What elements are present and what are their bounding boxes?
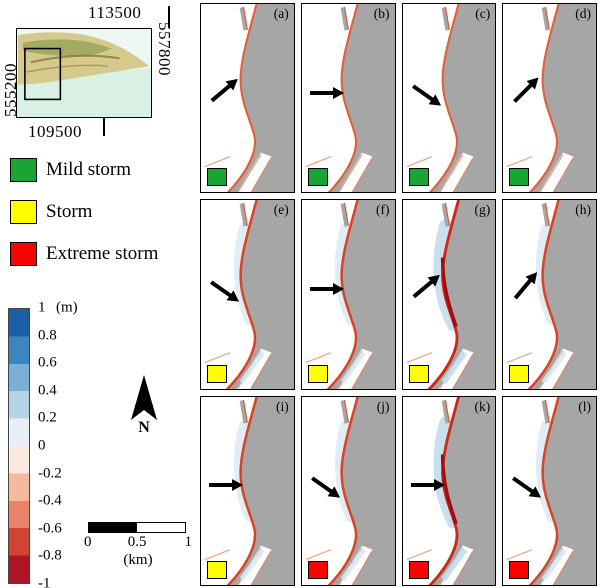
inset-coord-bottom: 109500 <box>28 122 82 141</box>
inset-map-graphic <box>17 29 151 117</box>
panel-label: (e) <box>273 202 289 218</box>
colorbar: 1 0.8 0.6 0.4 0.2 0 -0.2 -0.4 -0.6 -0.8 -1 (m) <box>8 300 128 588</box>
colorbar-tick-label: 0 <box>38 437 46 454</box>
legend-item-mild-storm: Mild storm <box>10 158 158 182</box>
map-panel: (c) <box>401 3 497 194</box>
map-panel: (k) <box>401 395 497 586</box>
colorbar-unit: (m) <box>56 299 78 316</box>
map-panel: (d) <box>502 3 597 194</box>
panel-label: (a) <box>273 6 289 21</box>
map-panel: (g) <box>401 199 497 390</box>
storm-category-square <box>207 364 227 383</box>
inset-coord-right: 557800 <box>155 22 174 76</box>
north-arrow: N <box>126 374 162 437</box>
extreme-storm-label: Extreme storm <box>46 243 159 264</box>
storm-legend: Mild storm Storm Extreme storm <box>10 158 158 266</box>
north-arrow-icon <box>131 375 157 420</box>
coastal-map <box>403 4 496 192</box>
storm-category-square <box>408 168 429 187</box>
storm-category-square <box>207 560 227 579</box>
storm-swatch <box>10 200 37 224</box>
extreme-storm-swatch <box>10 242 37 266</box>
map-panel: (j) <box>300 395 396 586</box>
panel-label: (c) <box>475 6 491 21</box>
inset-coord-top: 113500 <box>88 3 142 22</box>
wave-direction-arrow <box>309 90 334 95</box>
map-panel: (i) <box>200 395 295 586</box>
scale-bar: 0 0.5 1 (km) <box>84 522 192 569</box>
panel-grid: (a) (b) (c) (d) <box>200 3 597 586</box>
mild-storm-swatch <box>10 158 37 182</box>
panel-label: (j) <box>376 398 390 414</box>
inset-axis-tick-top <box>168 6 170 28</box>
coastal-map <box>403 397 496 585</box>
colorbar-gradient <box>8 308 30 584</box>
coastal-map <box>302 397 395 585</box>
scale-bar-graphic <box>88 522 186 533</box>
colorbar-tick-label: 0.4 <box>38 382 57 399</box>
storm-category-square <box>509 364 530 383</box>
coastal-map <box>201 200 294 388</box>
map-panel: (b) <box>300 3 396 194</box>
scale-bar-unit: (km) <box>123 552 153 568</box>
scale-bar-labels: 0 0.5 1 <box>84 534 192 552</box>
scale-label-0: 0 <box>84 534 92 550</box>
panel-label: (h) <box>575 202 591 218</box>
colorbar-ticks: 1 0.8 0.6 0.4 0.2 0 -0.2 -0.4 -0.6 -0.8 -1 <box>38 300 98 588</box>
storm-category-square <box>307 168 328 187</box>
storm-category-square <box>207 168 227 187</box>
storm-label: Storm <box>46 201 93 222</box>
storm-category-square <box>509 168 530 187</box>
storm-category-square <box>408 560 429 579</box>
map-panel: (a) <box>200 3 295 194</box>
panel-label: (d) <box>575 6 591 21</box>
panel-label: (l) <box>578 398 591 414</box>
panel-label: (f) <box>376 202 390 218</box>
colorbar-tick-label: 0.8 <box>38 327 57 344</box>
wave-direction-arrow <box>410 483 435 488</box>
coastal-map <box>201 397 294 585</box>
scale-label-05: 0.5 <box>127 534 147 550</box>
colorbar-tick-label: -0.4 <box>38 492 62 509</box>
coastal-map <box>302 4 395 192</box>
colorbar-tick-label: 0.2 <box>38 409 57 426</box>
scale-bar-empty-segment <box>137 523 185 532</box>
wave-direction-arrow <box>309 286 334 291</box>
study-area-rectangle <box>24 47 62 101</box>
map-panel: (h) <box>502 199 597 390</box>
coastal-map <box>503 397 596 585</box>
storm-category-square <box>307 560 328 579</box>
coastal-map <box>302 200 395 388</box>
north-label: N <box>138 419 150 436</box>
panel-label: (i) <box>276 398 289 414</box>
legend-item-extreme-storm: Extreme storm <box>10 242 158 266</box>
colorbar-tick-label: -0.6 <box>38 520 62 537</box>
panel-label: (b) <box>373 6 390 21</box>
colorbar-tick-label: -0.2 <box>38 465 62 482</box>
scale-label-1: 1 <box>184 534 193 550</box>
inset-axis-tick-bottom <box>103 118 105 136</box>
map-panel: (f) <box>300 199 396 390</box>
map-panel: (e) <box>200 199 295 390</box>
colorbar-tick-label: -1 <box>38 575 51 588</box>
colorbar-tick-label: 1 <box>38 299 46 316</box>
storm-category-square <box>509 560 530 579</box>
scale-bar-filled-segment <box>89 523 137 532</box>
map-panel: (l) <box>502 395 597 586</box>
storm-category-square <box>307 364 328 383</box>
mild-storm-label: Mild storm <box>46 159 131 180</box>
panel-label: (k) <box>474 398 491 414</box>
overview-inset-map <box>16 28 152 118</box>
legend-item-storm: Storm <box>10 200 158 224</box>
colorbar-tick-label: 0.6 <box>38 354 57 371</box>
colorbar-tick-label: -0.8 <box>38 547 62 564</box>
wave-direction-arrow <box>209 483 233 488</box>
storm-category-square <box>408 364 429 383</box>
inset-coord-left: 555200 <box>1 63 20 117</box>
panel-label: (g) <box>474 202 491 218</box>
